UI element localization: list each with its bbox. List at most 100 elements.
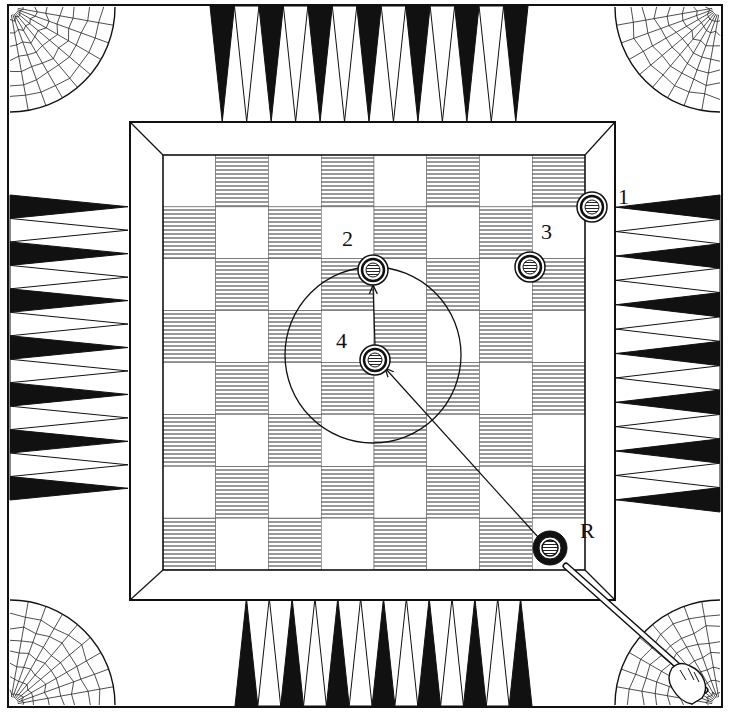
board-square	[480, 311, 533, 363]
board-point	[463, 598, 486, 706]
board-square	[321, 414, 374, 466]
board-square	[321, 518, 374, 570]
board-square	[163, 518, 216, 570]
board-point	[616, 317, 720, 341]
board-point	[10, 477, 128, 500]
stroke	[642, 626, 720, 705]
board-point	[441, 598, 464, 706]
board-point	[304, 598, 327, 706]
stroke	[654, 7, 720, 73]
stroke	[631, 7, 720, 100]
stroke	[667, 7, 720, 61]
board-square	[427, 155, 480, 207]
board-point	[616, 219, 720, 243]
board-square	[374, 466, 427, 518]
board-square	[532, 155, 585, 207]
stroke	[523, 260, 537, 274]
board-square	[480, 518, 533, 570]
board-square	[427, 259, 480, 311]
stroke	[10, 7, 90, 86]
board-point	[509, 598, 532, 706]
board-point	[234, 6, 258, 122]
board-square	[269, 259, 322, 311]
game-piece	[360, 345, 390, 375]
board-square	[216, 155, 269, 207]
stroke	[10, 640, 75, 705]
board-point	[332, 6, 356, 122]
board-square	[374, 414, 427, 466]
board-point	[616, 414, 720, 438]
board-square	[374, 207, 427, 259]
board-square	[216, 414, 269, 466]
shot-path	[385, 368, 538, 537]
stroke	[360, 345, 390, 375]
stroke	[533, 531, 567, 565]
stroke	[585, 200, 599, 214]
board-point	[479, 6, 503, 122]
board-square	[269, 414, 322, 466]
board-point	[357, 6, 381, 122]
board-square	[427, 466, 480, 518]
board-square	[321, 155, 374, 207]
board-square	[480, 207, 533, 259]
callout-number: 1	[618, 186, 629, 208]
pieces	[358, 192, 607, 565]
board-point	[259, 6, 283, 122]
stroke	[10, 600, 115, 705]
board-point	[616, 244, 720, 268]
triangle-points	[10, 6, 720, 706]
board-square	[216, 311, 269, 363]
stroke	[515, 252, 545, 282]
board-point	[10, 195, 128, 218]
board-square	[163, 363, 216, 415]
board-point	[616, 268, 720, 292]
board-point	[349, 598, 372, 706]
board-square	[269, 207, 322, 259]
corner-nets	[10, 7, 720, 705]
board-point	[10, 265, 128, 288]
board-square	[321, 466, 374, 518]
stroke	[368, 353, 382, 367]
board-point	[235, 598, 258, 706]
board-square	[532, 414, 585, 466]
corner-net	[10, 7, 115, 112]
stroke	[10, 7, 23, 21]
stroke	[10, 7, 115, 112]
board-point	[395, 598, 418, 706]
stroke	[10, 663, 49, 705]
board-frame	[130, 122, 615, 600]
target-circle	[285, 267, 461, 443]
board-point	[616, 293, 720, 317]
board-point	[616, 366, 720, 390]
board-square	[163, 311, 216, 363]
stroke	[629, 11, 713, 60]
stroke	[10, 627, 90, 705]
board-point	[10, 453, 128, 476]
board-point	[10, 242, 128, 265]
board-point	[418, 598, 441, 706]
board-square	[269, 311, 322, 363]
stroke	[10, 7, 37, 33]
board-point	[10, 359, 128, 382]
board-point	[281, 598, 304, 706]
board-point	[10, 430, 128, 453]
board-square	[269, 155, 322, 207]
callout-number: R	[580, 520, 595, 542]
stroke	[10, 613, 100, 705]
board-point	[616, 463, 720, 487]
stroke	[16, 638, 90, 700]
board-square	[216, 207, 269, 259]
stroke	[615, 7, 720, 112]
stroke	[364, 349, 386, 371]
stroke	[18, 8, 114, 25]
board-point	[486, 598, 509, 706]
stroke	[358, 255, 388, 285]
board-square	[532, 311, 585, 363]
board-point	[616, 488, 720, 512]
board-square	[163, 155, 216, 207]
stroke	[706, 7, 721, 21]
stroke	[682, 7, 720, 46]
stroke	[653, 13, 715, 87]
board-square	[427, 363, 480, 415]
stroke	[617, 8, 713, 25]
